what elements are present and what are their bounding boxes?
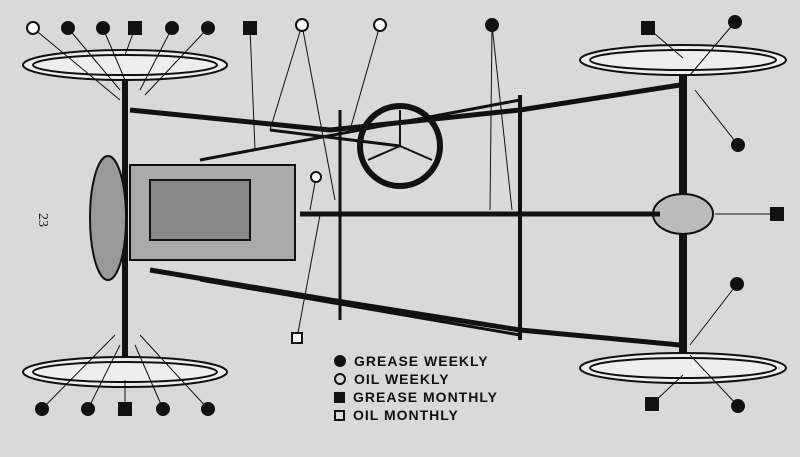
wheel-rear-right <box>579 352 787 384</box>
oil-weekly-marker <box>373 18 387 32</box>
oil-monthly-marker <box>291 332 303 344</box>
grease-weekly-marker <box>165 21 179 35</box>
grease-weekly-marker <box>96 21 110 35</box>
legend: GREASE WEEKLY OIL WEEKLY GREASE MONTHLY … <box>334 352 498 424</box>
wheel-rear-left <box>579 44 787 76</box>
legend-label: GREASE WEEKLY <box>354 353 489 369</box>
grease-monthly-marker <box>243 21 257 35</box>
steering-wheel <box>269 103 443 189</box>
legend-item-oil-weekly: OIL WEEKLY <box>334 370 498 388</box>
page-number: 23 <box>35 213 50 227</box>
grease-weekly-marker <box>61 21 75 35</box>
filled-square-icon <box>334 391 345 403</box>
frame-rail-bottom <box>149 267 681 348</box>
oil-weekly-marker <box>26 21 40 35</box>
grease-monthly-marker <box>770 207 784 221</box>
open-square-icon <box>334 409 345 421</box>
radiator <box>89 155 127 281</box>
grease-weekly-marker <box>156 402 170 416</box>
open-circle-icon <box>334 373 346 385</box>
legend-label: GREASE MONTHLY <box>353 389 498 405</box>
grease-weekly-marker <box>201 21 215 35</box>
grease-weekly-marker <box>485 18 499 32</box>
grease-weekly-marker <box>730 277 744 291</box>
legend-label: OIL WEEKLY <box>354 371 450 387</box>
legend-item-oil-monthly: OIL MONTHLY <box>334 406 498 424</box>
grease-monthly-marker <box>645 397 659 411</box>
grease-weekly-marker <box>728 15 742 29</box>
frame-rail-top <box>129 82 681 133</box>
grease-monthly-marker <box>128 21 142 35</box>
oil-weekly-marker <box>310 171 322 183</box>
wheel-front-left <box>22 49 228 81</box>
filled-circle-icon <box>334 355 346 367</box>
grease-monthly-marker <box>641 21 655 35</box>
grease-weekly-marker <box>35 402 49 416</box>
grease-weekly-marker <box>81 402 95 416</box>
oil-weekly-marker <box>295 18 309 32</box>
grease-weekly-marker <box>201 402 215 416</box>
legend-item-grease-monthly: GREASE MONTHLY <box>334 388 498 406</box>
grease-weekly-marker <box>731 399 745 413</box>
grease-monthly-marker <box>118 402 132 416</box>
legend-label: OIL MONTHLY <box>353 407 459 423</box>
differential <box>652 193 714 235</box>
grease-weekly-marker <box>731 138 745 152</box>
legend-item-grease-weekly: GREASE WEEKLY <box>334 352 498 370</box>
